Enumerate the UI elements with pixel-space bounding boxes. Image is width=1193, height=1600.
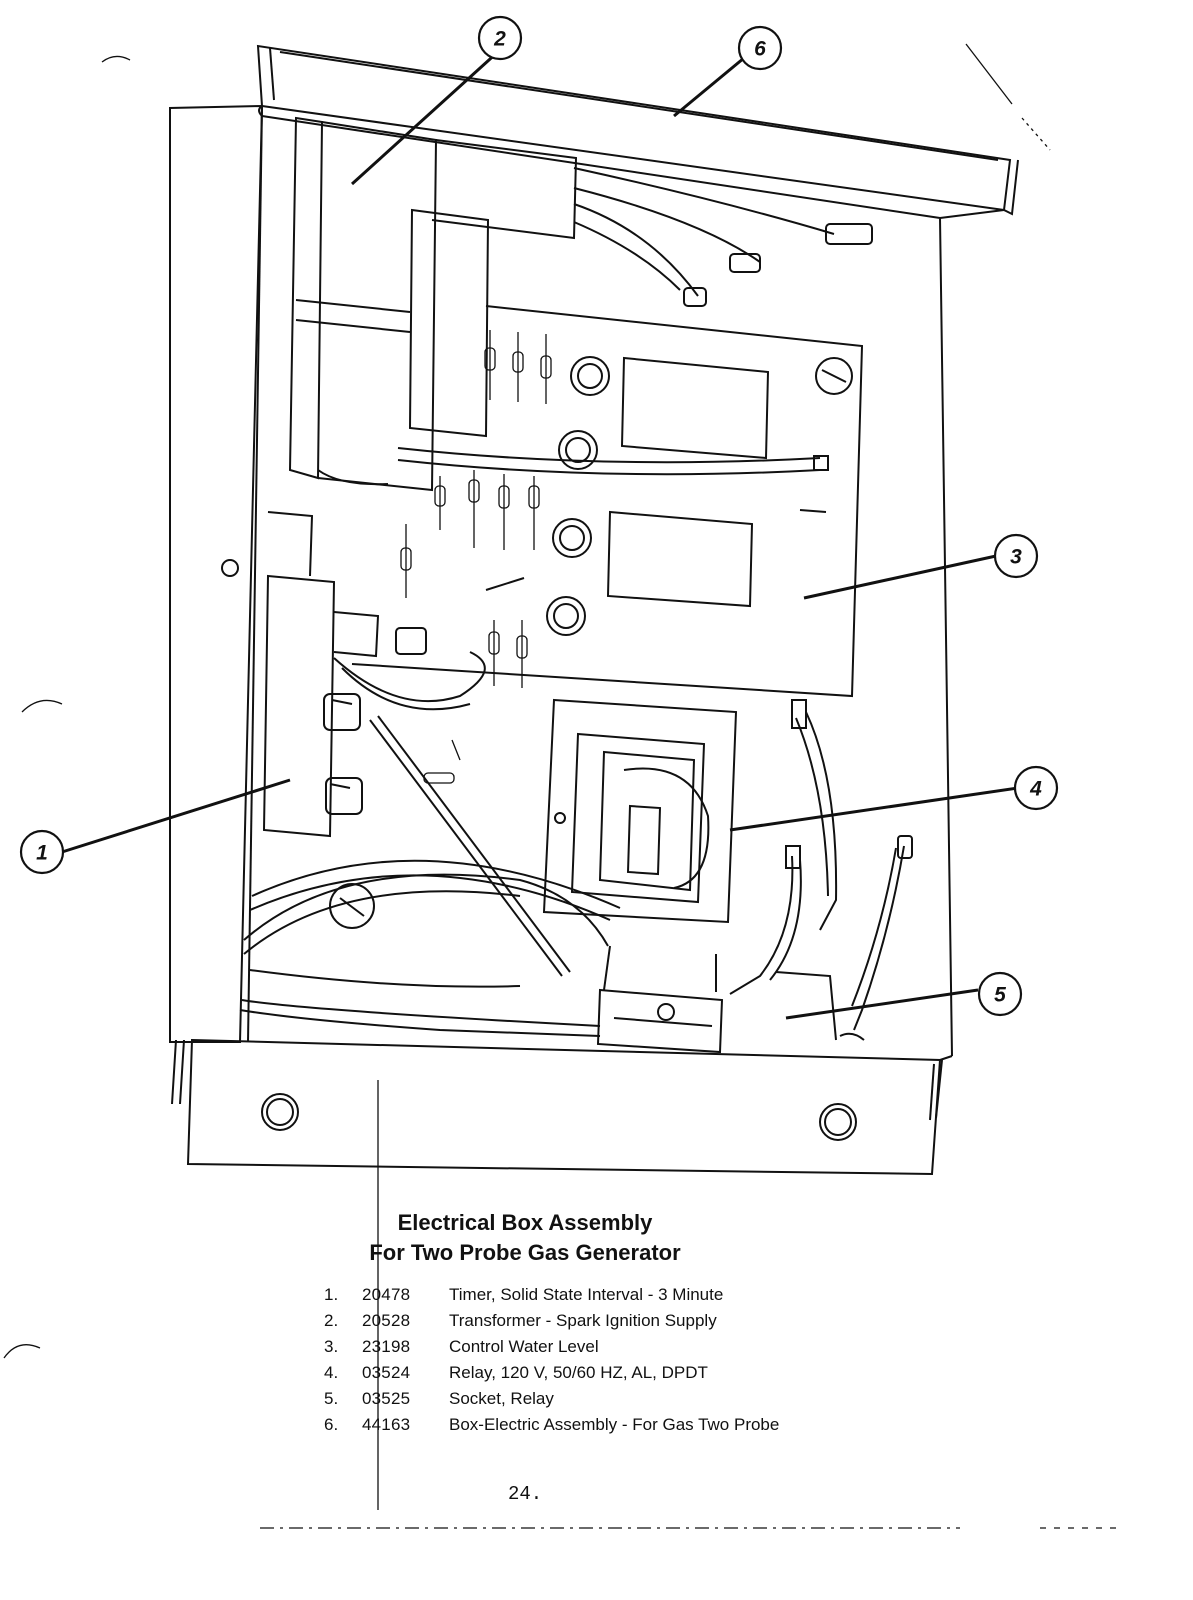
part-description: Socket, Relay	[449, 1389, 554, 1408]
parts-list-item: 6. 44163 Box-Electric Assembly - For Gas…	[324, 1412, 779, 1438]
callout-5: 5	[979, 973, 1021, 1015]
part-description: Transformer - Spark Ignition Supply	[449, 1311, 717, 1330]
part-description: Box-Electric Assembly - For Gas Two Prob…	[449, 1415, 780, 1434]
part-description: Control Water Level	[449, 1337, 599, 1356]
leader-lines	[62, 50, 1018, 1018]
transformer	[290, 118, 576, 490]
timer	[222, 512, 378, 836]
callout-2: 2	[479, 17, 521, 59]
parts-list-item: 3. 23198 Control Water Level	[324, 1334, 779, 1360]
part-number: 1.	[324, 1285, 339, 1304]
part-description: Relay, 120 V, 50/60 HZ, AL, DPDT	[449, 1363, 708, 1382]
scan-marks	[4, 44, 1120, 1528]
part-code: 23198	[362, 1337, 411, 1356]
relay	[544, 700, 736, 922]
bottom-flange	[172, 1040, 942, 1174]
part-code: 03524	[362, 1363, 411, 1382]
wiring	[240, 168, 912, 1040]
part-number: 3.	[324, 1337, 339, 1356]
part-number: 2.	[324, 1311, 339, 1330]
part-description: Timer, Solid State Interval - 3 Minute	[449, 1285, 724, 1304]
callout-3-label: 3	[1010, 546, 1022, 569]
callout-6: 6	[739, 27, 781, 69]
parts-list-item: 4. 03524 Relay, 120 V, 50/60 HZ, AL, DPD…	[324, 1360, 779, 1386]
diagram-title-line-1: Electrical Box Assembly	[397, 1210, 653, 1235]
callout-6-label: 6	[754, 38, 766, 61]
part-number: 5.	[324, 1389, 339, 1408]
resistors	[401, 330, 551, 783]
part-code: 03525	[362, 1389, 411, 1408]
part-code: 20528	[362, 1311, 411, 1330]
control-board	[352, 306, 862, 696]
part-number: 4.	[324, 1363, 339, 1382]
callout-4: 4	[1015, 767, 1057, 809]
callout-1: 1	[21, 831, 63, 873]
box-body	[170, 106, 1004, 1060]
parts-list-item: 1. 20478 Timer, Solid State Interval - 3…	[324, 1282, 779, 1308]
parts-list-item: 2. 20528 Transformer - Spark Ignition Su…	[324, 1308, 779, 1334]
parts-list-item: 5. 03525 Socket, Relay	[324, 1386, 779, 1412]
callout-5-label: 5	[994, 984, 1006, 1007]
callout-4-label: 4	[1029, 778, 1042, 801]
callout-1-label: 1	[36, 842, 48, 865]
parts-list: 1. 20478 Timer, Solid State Interval - 3…	[324, 1282, 779, 1438]
callout-3: 3	[995, 535, 1037, 577]
part-number: 6.	[324, 1415, 339, 1434]
page-number: 24.	[508, 1483, 543, 1505]
callout-2-label: 2	[493, 28, 506, 51]
part-code: 20478	[362, 1285, 411, 1304]
diagram-title-line-2: For Two Probe Gas Generator	[369, 1240, 681, 1265]
part-code: 44163	[362, 1415, 411, 1434]
